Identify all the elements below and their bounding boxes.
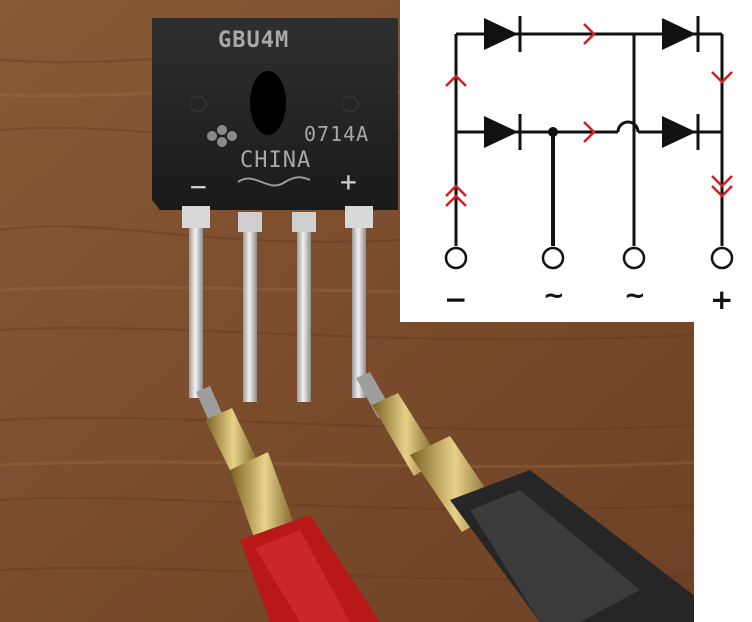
arrow-right-down-double-2 [711,185,733,198]
probe-red [196,386,380,622]
diode-top-left [484,16,522,52]
pin-label-plus: + [710,283,734,316]
arrow-right-down-double-1 [711,175,733,188]
pin-minus [189,208,203,398]
chip-dimple-left [189,95,207,113]
pin-plus [352,208,366,398]
chip-dimple-right [341,95,359,113]
probe-black [356,372,700,622]
pin-ac-2 [297,212,311,402]
bridge-rectifier-schematic: − ~ ~ + [400,0,752,322]
current-arrows [445,23,733,207]
diode-top-right [662,16,700,52]
chip-date-code: 0714A [304,122,370,146]
pin-ac-1 [243,212,257,402]
terminal-minus [444,246,468,270]
arrow-right-down [711,71,733,84]
junction-dot [548,127,558,137]
chip-wave-mark [237,176,311,187]
chip-logo [207,125,237,147]
arrow-left-up-double-1 [445,184,467,197]
right-white-border [694,322,752,622]
pin-label-ac-2: ~ [624,281,646,311]
pin-label-minus: − [444,283,468,316]
chip-plus-mark: + [340,165,358,198]
terminal-ac-1 [541,246,565,270]
arrow-left-up [445,74,467,87]
chip-part-number: GBU4M [218,28,290,53]
chip-minus-mark: − [190,170,208,203]
terminals [444,246,734,270]
chip-pins [182,206,373,402]
arrow-left-up-double-2 [445,194,467,207]
schematic-drawing [444,16,734,270]
diode-mid-left [484,114,522,150]
chip-mounting-hole [250,71,286,135]
arrow-mid-right [583,121,596,143]
arrow-top-right [583,23,596,45]
pin-label-ac-1: ~ [543,281,565,311]
terminal-ac-2 [622,246,646,270]
schematic-wires [454,32,724,246]
terminal-plus [710,246,734,270]
chip-country: CHINA [240,148,312,173]
diode-mid-right [662,114,700,150]
